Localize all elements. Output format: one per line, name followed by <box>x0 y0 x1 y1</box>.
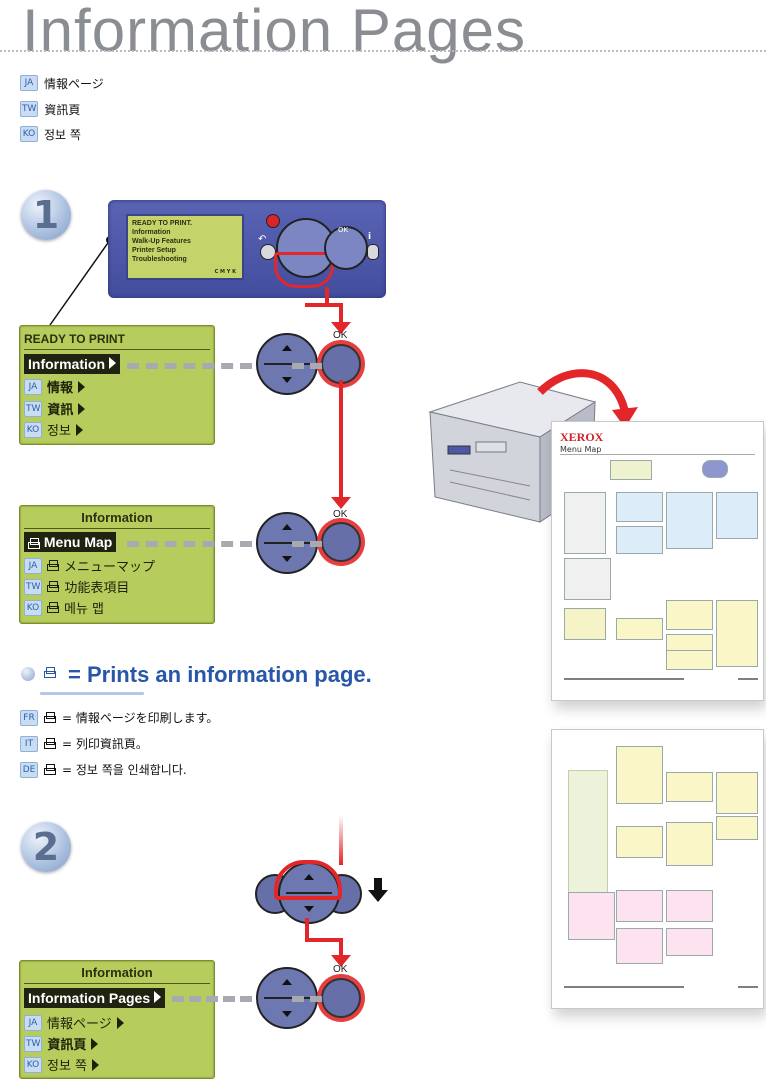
lang-row-ja: JA 情報ページ <box>20 75 104 91</box>
lcd-selected-item[interactable]: Menu Map <box>24 532 117 552</box>
ok-label: OK <box>333 964 348 975</box>
red-path <box>339 303 343 325</box>
red-path <box>305 938 343 942</box>
ok-button[interactable] <box>321 344 361 384</box>
panel-lcd-line: Walk-Up Features <box>132 238 191 245</box>
lang-row-ko: KO 정보 쪽 <box>20 126 81 142</box>
xerox-logo: XEROX <box>560 430 604 444</box>
step-2-badge: 2 <box>21 822 71 872</box>
printer-icon <box>47 602 59 613</box>
arrow-down-icon <box>331 955 351 967</box>
up-highlight <box>274 860 342 900</box>
back-icon: ↶ <box>258 234 267 245</box>
printer-icon <box>44 764 56 775</box>
page-title: Information Pages <box>22 0 526 64</box>
lang-badge: KO <box>20 126 38 142</box>
menu-map-page: XEROX Menu Map <box>551 421 764 701</box>
printer-icon <box>28 537 40 549</box>
lcd-header: Information <box>81 965 153 980</box>
red-path <box>305 918 309 940</box>
panel-lcd: READY TO PRINT. Information Walk-Up Feat… <box>126 214 244 280</box>
lcd-header: READY TO PRINT <box>24 332 125 346</box>
red-path <box>339 938 343 958</box>
panel-down-highlight <box>274 252 334 288</box>
red-path <box>325 287 329 305</box>
red-path <box>339 815 343 865</box>
panel-lcd-line: Troubleshooting <box>132 256 187 263</box>
lang-text: 情報ページ <box>44 76 104 91</box>
lcd-header: Information <box>81 510 153 525</box>
legend-underline <box>40 692 144 695</box>
legend-line-fr: FR= 情報ページを印刷します。 <box>20 709 218 726</box>
dashed-connector <box>292 996 322 1002</box>
red-path <box>305 303 341 307</box>
red-path <box>339 380 343 500</box>
panel-ok-label: OK <box>338 226 349 234</box>
step-1-badge: 1 <box>21 190 71 240</box>
ok-label: OK <box>333 509 348 520</box>
panel-cmyk-label: C M Y K <box>214 269 236 275</box>
dashed-connector <box>127 363 252 369</box>
arrow-down-icon <box>331 322 351 334</box>
lang-text: 정보 쪽 <box>44 127 81 142</box>
dashed-connector <box>172 996 252 1002</box>
bullet-icon <box>21 667 35 681</box>
lcd-selected-item[interactable]: Information Pages <box>24 988 166 1008</box>
menu-map-page-2 <box>551 729 764 1009</box>
lang-badge: TW <box>20 101 39 117</box>
printer-icon <box>47 581 60 592</box>
dashed-connector <box>292 363 322 369</box>
arrow-down-icon <box>368 890 388 902</box>
printer-front-panel: READY TO PRINT. Information Walk-Up Feat… <box>108 200 386 298</box>
info-icon: i <box>368 232 372 242</box>
menu-map-title: Menu Map <box>560 445 602 454</box>
printer-icon <box>44 667 62 683</box>
dashed-connector <box>292 541 322 547</box>
lang-text: 資訊頁 <box>44 102 81 117</box>
legend-heading: = Prints an information page. <box>44 662 372 688</box>
legend-line-it: IT= 列印資訊頁。 <box>20 735 148 752</box>
printer-icon <box>44 738 56 749</box>
title-divider <box>0 50 766 52</box>
arrow-down-icon <box>331 497 351 509</box>
lang-badge: JA <box>20 75 38 91</box>
lcd-selected-item[interactable]: Information <box>24 354 120 374</box>
ok-button[interactable] <box>321 978 361 1018</box>
panel-lcd-line: Printer Setup <box>132 247 176 254</box>
arrow-down-stem <box>374 878 382 891</box>
lang-row-tw: TW 資訊頁 <box>20 101 80 117</box>
panel-lcd-line: READY TO PRINT. <box>132 220 193 227</box>
legend-line-de: DE= 정보 쪽을 인쇄합니다. <box>20 761 187 778</box>
panel-lcd-line: Information <box>132 229 171 236</box>
info-button[interactable] <box>367 244 379 260</box>
ok-label: OK <box>333 330 348 341</box>
cancel-icon[interactable] <box>266 214 280 228</box>
panel-ok-button[interactable] <box>324 226 368 270</box>
printer-icon <box>44 712 56 723</box>
dashed-connector <box>127 541 252 547</box>
printer-icon <box>47 560 59 571</box>
ok-button[interactable] <box>321 522 361 562</box>
